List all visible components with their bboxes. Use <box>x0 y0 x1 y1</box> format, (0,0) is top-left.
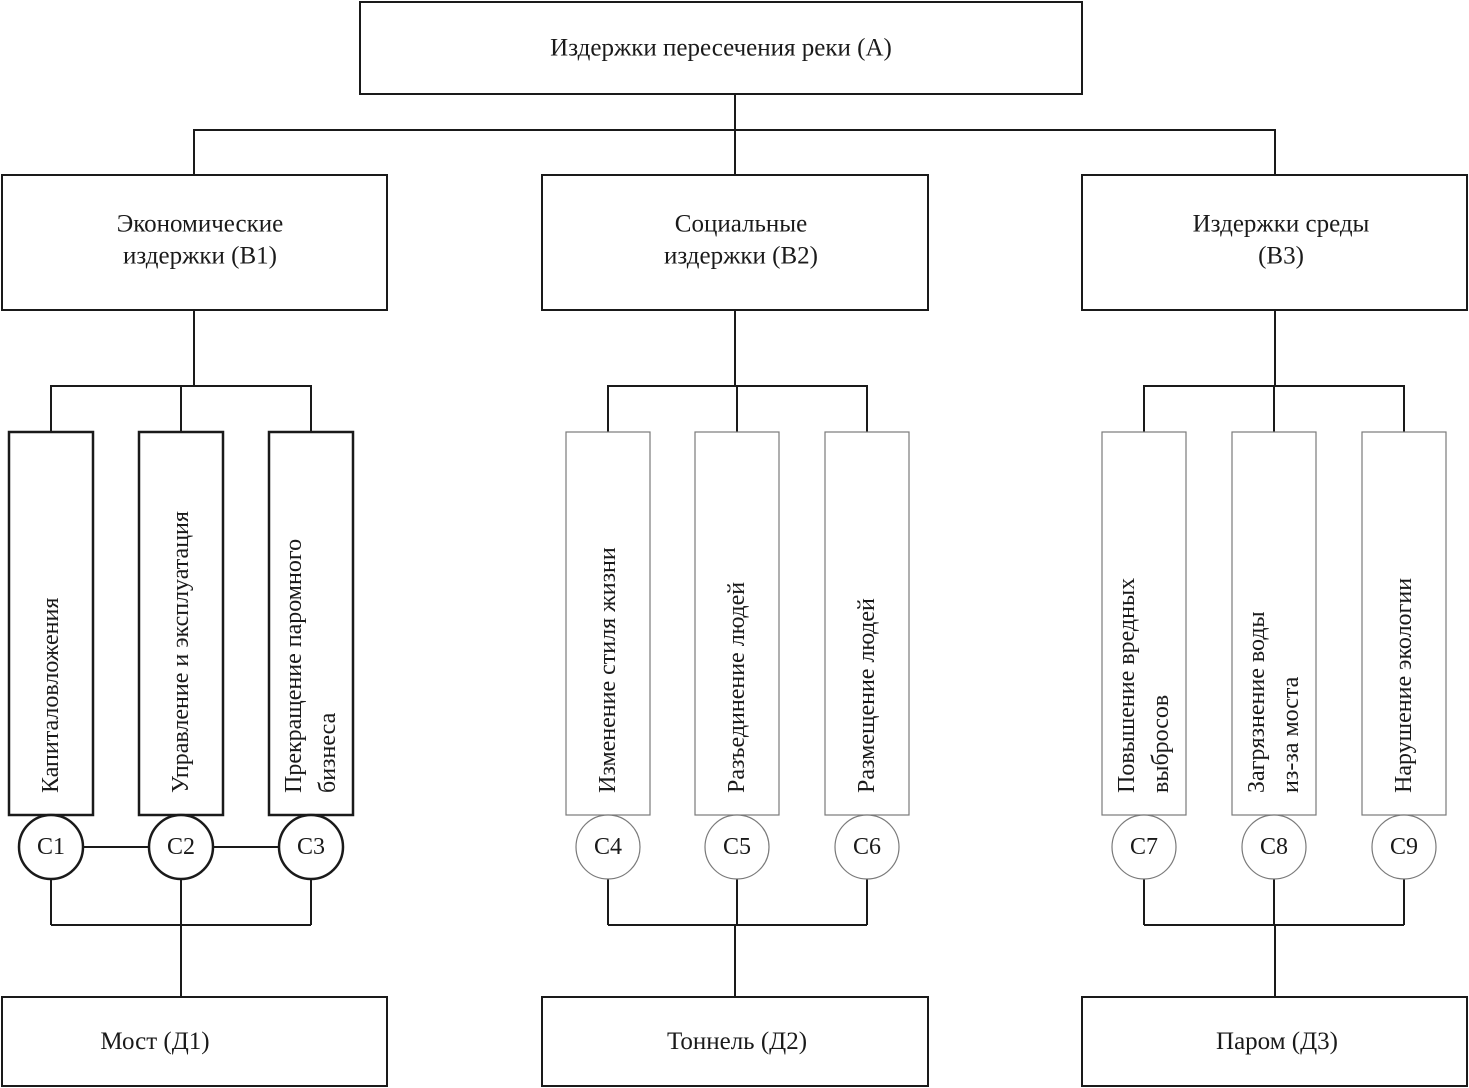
root-goal-label: Издержки пересечения реки (А) <box>550 35 892 62</box>
criterion-box-c9 <box>1361 431 1447 816</box>
criterion-code: C2 <box>167 834 195 860</box>
category-box-b2 <box>541 174 929 311</box>
criterion-label-line: Изменение стиля жизни <box>595 547 621 793</box>
criterion-node-c1 <box>17 813 85 881</box>
category-label-line: издержки (В2) <box>664 243 818 270</box>
criterion-label-line: Разъединение людей <box>724 582 750 793</box>
criterion-label-line: выбросов <box>1148 695 1174 793</box>
criterion-code: C5 <box>723 834 751 860</box>
alternative-label: Тоннель (Д2) <box>667 1028 807 1055</box>
criterion-node-c2 <box>147 813 215 881</box>
criterion-node-c9 <box>1371 814 1437 880</box>
criterion-box-c6 <box>824 431 910 816</box>
category-label-line: (В3) <box>1258 243 1304 270</box>
criterion-code: C9 <box>1390 834 1418 860</box>
criterion-label-line: Загрязнение воды <box>1244 611 1270 793</box>
criterion-node-c4 <box>575 814 641 880</box>
criterion-code: C3 <box>297 834 325 860</box>
criterion-label-line: Повышение вредных <box>1114 578 1140 793</box>
alternative-label: Мост (Д1) <box>100 1028 209 1055</box>
criterion-node-c7 <box>1111 814 1177 880</box>
criterion-node-c3 <box>277 813 345 881</box>
criterion-label-line: Нарушение экологии <box>1391 578 1417 793</box>
criterion-code: C8 <box>1260 834 1288 860</box>
criterion-code: C7 <box>1130 834 1158 860</box>
criterion-box-c4 <box>565 431 651 816</box>
criterion-node-c6 <box>834 814 900 880</box>
criterion-label-line: бизнеса <box>315 712 341 793</box>
criterion-label-line: Капиталовложения <box>38 598 64 793</box>
alternative-box-3 <box>1081 996 1468 1087</box>
criterion-box-c2 <box>137 430 225 817</box>
criterion-node-c5 <box>704 814 770 880</box>
category-box-b3 <box>1081 174 1468 311</box>
category-box-b1 <box>1 174 388 311</box>
criterion-label-line: Прекращение паромного <box>281 539 307 793</box>
criterion-node-c8 <box>1241 814 1307 880</box>
criterion-box-c5 <box>694 431 780 816</box>
root-goal-box <box>359 1 1083 95</box>
category-label-line: Социальные <box>675 211 807 238</box>
criterion-box-c1 <box>7 430 95 817</box>
criterion-code: C1 <box>37 834 65 860</box>
criterion-label-line: Управление и эксплуатация <box>168 511 194 793</box>
criterion-code: C6 <box>853 834 881 860</box>
criterion-label-line: Размещение людей <box>854 598 880 793</box>
alternative-box-2 <box>541 996 929 1087</box>
category-label-line: Экономические <box>117 211 284 238</box>
alternative-label: Паром (Д3) <box>1216 1028 1338 1055</box>
criterion-box-c3 <box>267 430 355 817</box>
connector-lines <box>50 94 1405 997</box>
category-label-line: Издержки среды <box>1193 211 1370 238</box>
category-label-line: издержки (В1) <box>123 243 277 270</box>
criterion-label-line: из-за моста <box>1278 676 1304 793</box>
criterion-box-c7 <box>1101 431 1187 816</box>
criterion-code: C4 <box>594 834 622 860</box>
alternative-box-1 <box>1 996 388 1087</box>
